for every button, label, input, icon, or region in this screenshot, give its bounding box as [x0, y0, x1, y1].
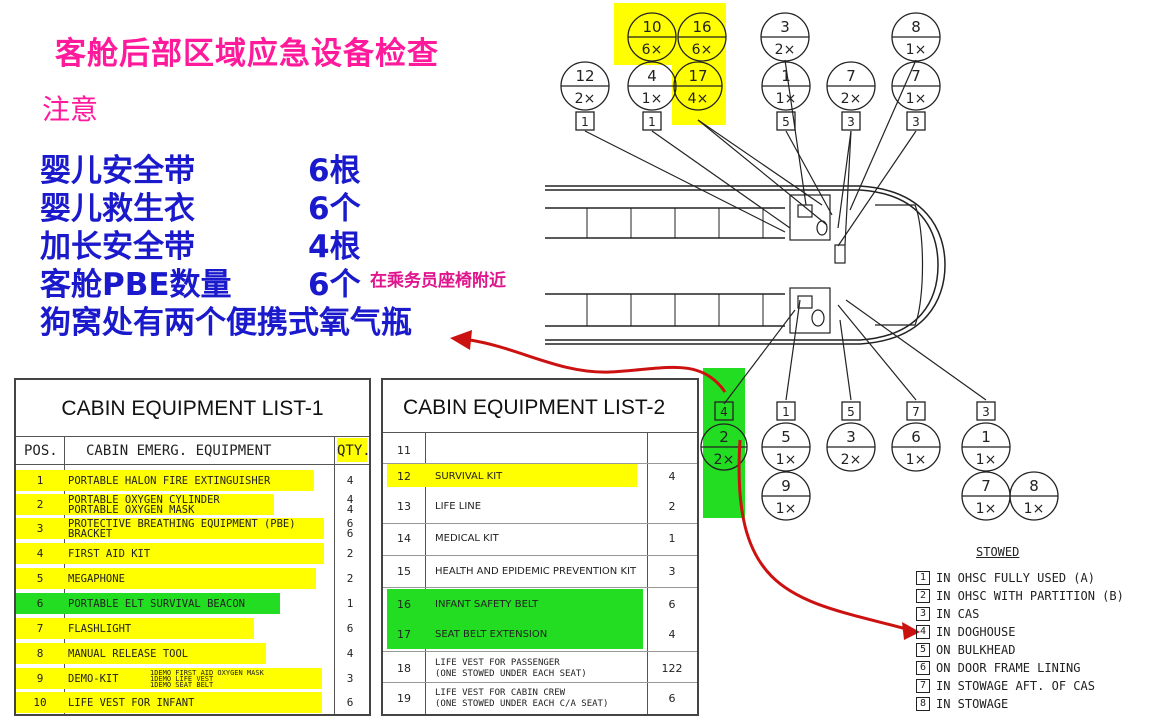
callout-qty: 1× — [906, 452, 927, 468]
header-qty: QTY. — [337, 443, 371, 459]
lavatory-galley — [789, 194, 846, 334]
callout-num: 7 — [846, 67, 856, 85]
callout-box: 4 — [720, 405, 728, 419]
callout-qty: 1× — [776, 452, 797, 468]
callout-qty: 1× — [1024, 501, 1045, 517]
callout-qty: 6× — [642, 42, 663, 58]
callout-box: 5 — [782, 115, 790, 129]
callout-qty: 4× — [688, 91, 709, 107]
callout-qty: 1× — [976, 452, 997, 468]
fuselage — [545, 185, 946, 345]
callout-box: 3 — [912, 115, 920, 129]
callout-qty: 1× — [642, 91, 663, 107]
callout-box: 3 — [982, 405, 990, 419]
callout-qty: 2× — [841, 452, 862, 468]
callout-num: 8 — [911, 18, 921, 36]
header-pos: POS. — [24, 443, 58, 459]
note-label: 注意 — [42, 93, 99, 126]
callout-qty: 2× — [714, 452, 735, 468]
callout-num: 7 — [981, 477, 991, 495]
callout-num: 1 — [981, 428, 991, 446]
callout-num: 3 — [846, 428, 856, 446]
arrow-head — [902, 622, 920, 640]
callout-num: 9 — [781, 477, 791, 495]
callout-num: 4 — [647, 67, 657, 85]
callout-num: 17 — [688, 67, 707, 85]
leader-lines — [584, 59, 987, 405]
list1-title: CABIN EQUIPMENT LIST-1 — [61, 397, 324, 420]
note-value: 6个 — [308, 191, 361, 227]
list2-title: CABIN EQUIPMENT LIST-2 — [403, 396, 666, 419]
callout-qty: 1× — [976, 501, 997, 517]
callout-num: 7 — [911, 67, 921, 85]
header-name: CABIN EMERG. EQUIPMENT — [86, 443, 272, 459]
seat-rows — [586, 208, 764, 326]
demo-kit-contents: 1DEMO FIRST AID OXYGEN MASK 1DEMO LIFE V… — [150, 668, 264, 689]
callout-num: 1 — [781, 67, 791, 85]
bottom-callouts — [700, 401, 1059, 521]
red-arrows — [469, 338, 911, 632]
top-callouts — [560, 12, 941, 131]
page-title: 客舱后部区域应急设备检查 — [55, 36, 439, 72]
callout-num: 12 — [575, 67, 594, 85]
callout-num: 3 — [780, 18, 790, 36]
arrow-head — [450, 330, 472, 350]
note-item: 加长安全带 — [40, 229, 195, 265]
callout-num: 16 — [692, 18, 711, 36]
callout-num: 8 — [1029, 477, 1039, 495]
note-value: 6根 — [308, 153, 361, 189]
callout-qty: 2× — [841, 91, 862, 107]
callout-num: 6 — [911, 428, 921, 446]
callout-qty: 1× — [906, 42, 927, 58]
note-item: 婴儿安全带 — [40, 153, 195, 189]
callout-qty: 6× — [692, 42, 713, 58]
callout-qty: 2× — [775, 42, 796, 58]
equipment-list-2: CABIN EQUIPMENT LIST-2 11 12 SURVIVAL KI… — [381, 378, 699, 716]
pbe-location-note: 在乘务员座椅附近 — [370, 271, 506, 291]
callout-qty: 2× — [575, 91, 596, 107]
callout-box: 3 — [847, 115, 855, 129]
callout-box: 1 — [782, 405, 790, 419]
callout-num: 10 — [642, 18, 661, 36]
highlight-doghouse — [703, 368, 745, 518]
callout-num: 5 — [781, 428, 791, 446]
callout-qty: 1× — [776, 501, 797, 517]
highlight-17 — [672, 63, 726, 125]
note-item: 客舱PBE数量 — [40, 267, 232, 303]
note-item: 婴儿救生衣 — [40, 191, 195, 227]
note-value: 4根 — [308, 229, 361, 265]
callout-box: 1 — [581, 115, 589, 129]
callout-box: 5 — [847, 405, 855, 419]
callout-qty: 1× — [906, 91, 927, 107]
equipment-list-1: CABIN EQUIPMENT LIST-1 POS. CABIN EMERG.… — [14, 378, 371, 716]
note-item: 狗窝处有两个便携式氧气瓶 — [40, 305, 412, 341]
note-value: 6个 — [308, 267, 361, 303]
callout-box: 7 — [912, 405, 920, 419]
stowed-title: STOWED — [976, 545, 1020, 559]
callout-num: 2 — [719, 428, 729, 446]
callout-box: 1 — [648, 115, 656, 129]
callout-qty: 1× — [776, 91, 797, 107]
